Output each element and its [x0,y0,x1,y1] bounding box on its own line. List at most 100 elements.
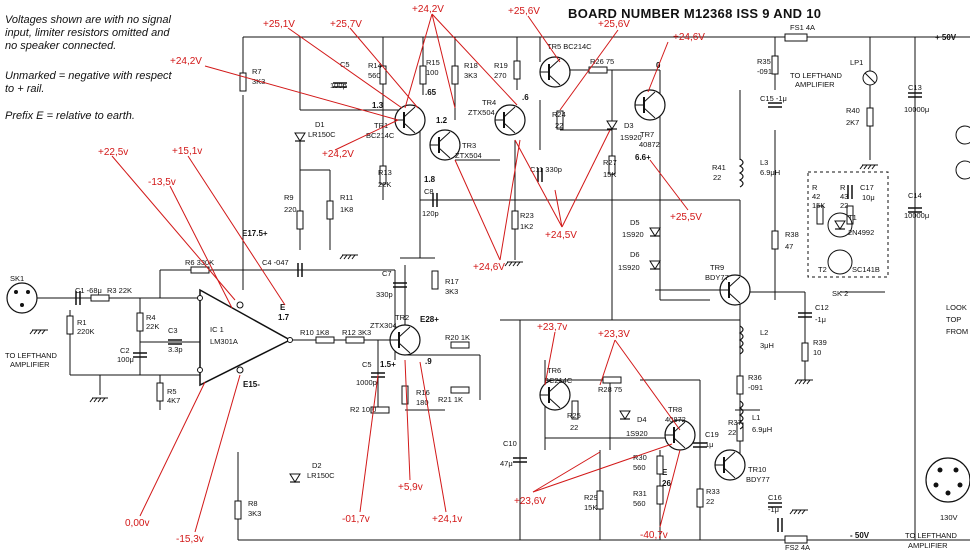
label: 22K [378,180,391,189]
label: ZTX304 [370,321,397,330]
label: 1S920 [622,230,644,239]
label: -091 [757,67,772,76]
label: 22K [146,322,159,331]
label: R36 [748,373,762,382]
label: 2K7 [846,118,859,127]
label: R28 75 [598,385,622,394]
label: TR2 [395,313,409,322]
label: 560 [633,499,646,508]
measurement-label: +24,1v [432,514,462,525]
label: E [280,303,286,312]
label: D2 [312,461,322,470]
label: D6 [630,250,640,259]
label: 1000p [356,378,377,387]
label: 10μ [862,193,875,202]
label: TR1 [374,121,388,130]
label: R33 [706,487,720,496]
measurement-label: +23,6V [514,496,546,507]
label: R4 [146,313,156,322]
label: D3 [624,121,634,130]
tr7-transistor [634,89,666,121]
label: 1K8 [340,205,353,214]
measurement-label: +22,5v [98,147,128,158]
label: 43 [840,192,848,201]
label: 26 [662,479,671,488]
note-line: input, limiter resistors omitted and [5,27,170,39]
label: IC 1 [210,325,224,334]
label: 22 [728,428,736,437]
label: TR4 [482,98,496,107]
label: E15- [243,380,260,389]
label: 1S920 [618,263,640,272]
label: ZTX504 [468,108,495,117]
label: 6.9μH [760,168,780,177]
label: R6 330K [185,258,214,267]
measurement-label: +24,2V [170,56,202,67]
label: R37 [728,418,742,427]
label: 22 [706,497,714,506]
tr1-transistor [394,104,426,136]
label: C3 [168,326,178,335]
tr8-transistor [664,419,696,451]
label: L3 [760,158,768,167]
note-line: Voltages shown are with no signal [5,14,171,26]
measurement-label: -01,7v [342,514,370,525]
label: C13 [908,83,922,92]
label: E28+ [420,315,439,324]
label: 10 [813,348,821,357]
note-line: to + rail. [5,83,45,95]
label: 1.3 [372,101,384,110]
label: BC214C [544,376,573,385]
label: 6.6+ [635,153,651,162]
label: LOOK [946,303,967,312]
label: R10 1K8 [300,328,329,337]
label: 3K3 [248,509,261,518]
label: 3μH [760,341,774,350]
label: 560 [633,463,646,472]
label: R11 [340,193,353,202]
label: TR5 BC214C [547,42,592,51]
label: 3K3 [445,287,458,296]
label: 100p [330,81,347,90]
label: C17 [860,183,874,192]
label: 1.2 [436,116,448,125]
label: 6.9μH [752,425,772,434]
label: FROM [946,327,968,336]
label: FS2 4A [785,543,810,552]
label: 100 [426,68,439,77]
label: 1.8 [424,175,436,184]
label: AMPLIFIER [10,360,50,369]
label: R17 [445,277,459,286]
label: C19 [705,430,719,439]
label: C1 -68μ [75,286,102,295]
label: L1 [752,413,760,422]
label: AMPLIFIER [908,541,948,550]
label: 15K [812,201,825,210]
note-line: Unmarked = negative with respect [5,70,172,82]
label: 15K [603,170,616,179]
label: 1μ [705,440,714,449]
label: LR150C [308,130,336,139]
label: SK1 [10,274,24,283]
measurement-label: +25,6V [598,19,630,30]
label: TOP [946,315,961,324]
label: R5 [167,387,177,396]
measurement-label: -13,5v [148,177,176,188]
label: 270 [494,71,507,80]
label: R25 [567,411,581,420]
measurement-label: -40,7v [640,530,668,541]
label: 4K7 [167,396,180,405]
measurement-label: +23,7v [537,322,567,333]
board-title: BOARD NUMBER M12368 ISS 9 AND 10 [568,6,822,21]
label: SK 2 [832,289,848,298]
label: R7 [252,67,262,76]
label: R41 [712,163,726,172]
measurement-label: +5,9v [398,482,423,493]
measurement-label: +24,2V [412,4,444,15]
tr10-transistor [714,449,746,481]
label: R14 [368,61,382,70]
measurement-label: +24,6V [473,262,505,273]
components [6,33,970,544]
label: 47μ [500,459,513,468]
label: BDY77 [705,273,729,282]
